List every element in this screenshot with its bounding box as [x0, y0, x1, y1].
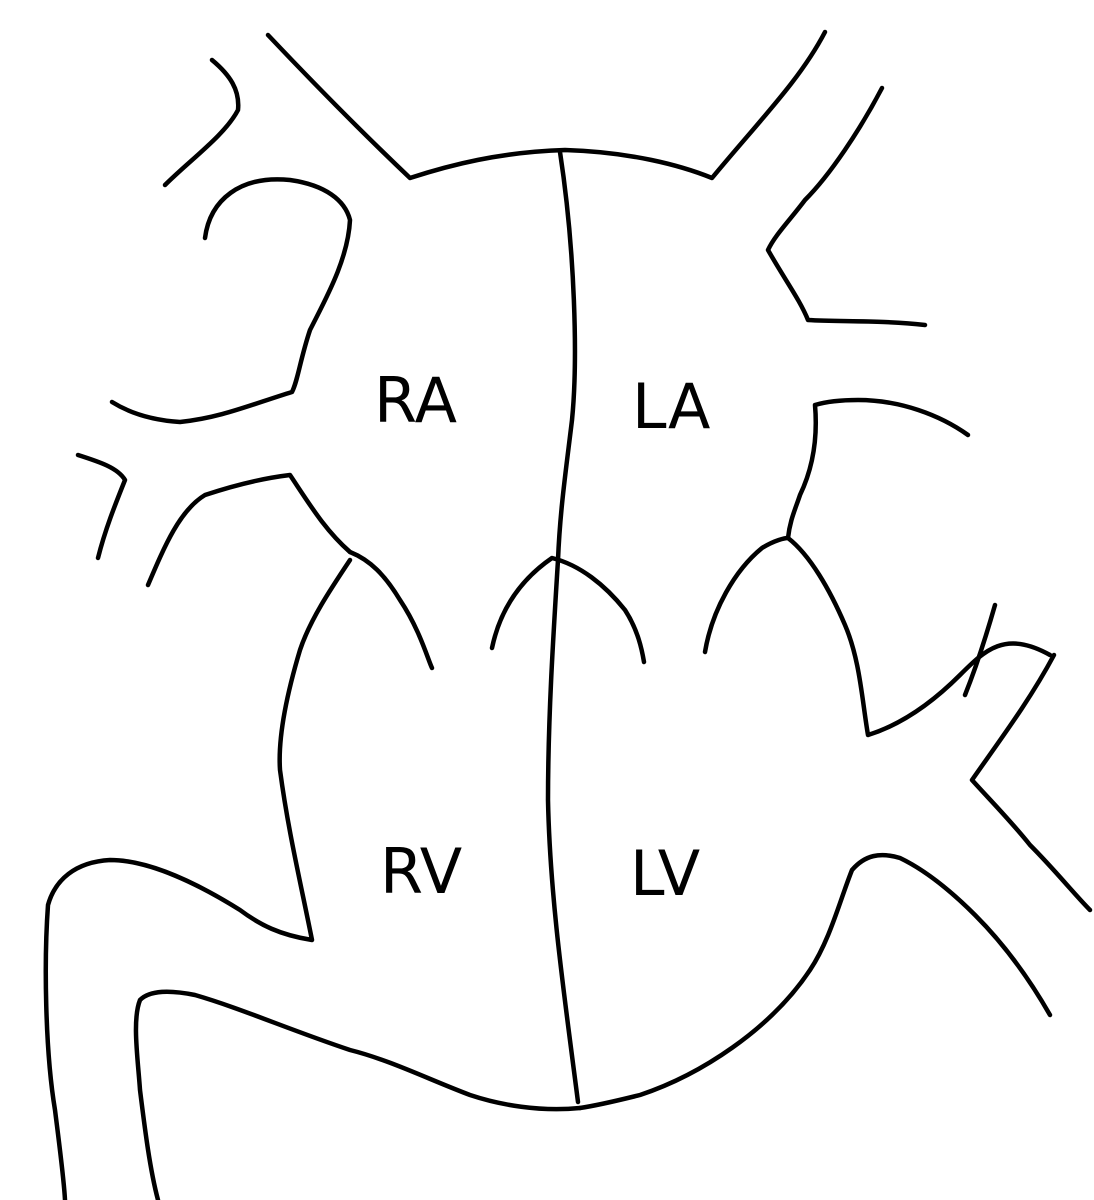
label-right-ventricle: RV	[380, 835, 462, 908]
la-right-outline	[768, 88, 925, 325]
rv-bottom-outline	[136, 992, 580, 1200]
septum-line	[548, 152, 578, 1102]
atria-top-outline	[268, 32, 825, 178]
lv-right-outline	[972, 655, 1090, 910]
vessel-upper-left	[165, 60, 238, 185]
tricuspid-valve	[350, 552, 432, 668]
ra-lower-outline	[148, 475, 350, 585]
ra-appendage-outline	[112, 179, 350, 422]
vessel-left-stub	[78, 455, 125, 558]
label-right-atrium: RA	[374, 364, 457, 437]
rv-outer-wall	[46, 560, 350, 1200]
label-left-ventricle: LV	[630, 837, 700, 910]
aortic-valve-right	[705, 538, 1050, 735]
mitral-valve-center	[492, 558, 644, 662]
label-left-atrium: LA	[632, 370, 710, 443]
la-lower-right-outline	[788, 400, 968, 538]
